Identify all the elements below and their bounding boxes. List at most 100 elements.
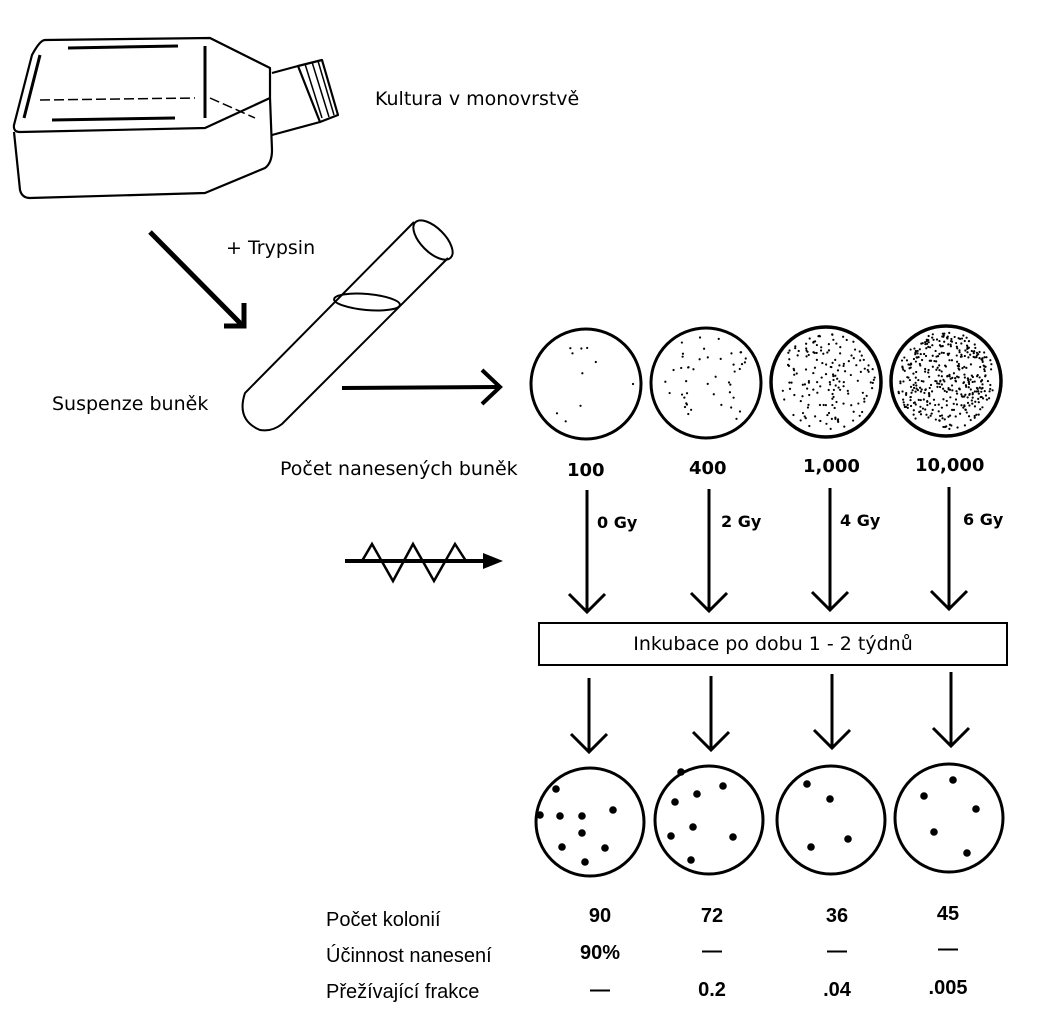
cell-dot — [959, 412, 962, 415]
cell-dot — [936, 366, 939, 369]
cell-dot — [732, 396, 735, 399]
cell-dot — [926, 400, 929, 403]
cell-dot — [852, 357, 855, 360]
cell-dot — [919, 390, 923, 393]
cell-dot — [835, 400, 838, 404]
cell-dot — [916, 388, 920, 392]
cell-dot — [664, 380, 667, 383]
cell-dot — [833, 406, 836, 410]
trypsin-label: + Trypsin — [226, 237, 316, 259]
cell-dot — [962, 406, 965, 409]
cell-dot — [941, 344, 944, 348]
cell-dot — [955, 345, 958, 348]
cell-dot — [963, 354, 966, 358]
seeded-count: 400 — [689, 458, 727, 479]
cell-dot — [916, 349, 919, 353]
cell-dot — [940, 375, 943, 378]
cell-dot — [925, 413, 928, 416]
cell-dot — [966, 346, 969, 349]
cell-dot — [743, 361, 746, 364]
cell-dot — [850, 404, 853, 407]
cell-dot — [803, 415, 806, 418]
cell-dot — [964, 408, 967, 411]
cell-dot — [920, 358, 924, 362]
cell-dot — [916, 352, 919, 355]
cell-dot — [796, 354, 799, 357]
cell-dot — [948, 414, 952, 417]
down-arrow — [812, 674, 852, 751]
cell-dot — [740, 363, 744, 366]
cell-dot — [978, 376, 981, 379]
cell-dot — [935, 360, 938, 363]
cell-dot — [827, 349, 831, 352]
cell-dot — [698, 336, 702, 339]
colony-dot — [558, 843, 566, 851]
cell-dot — [955, 375, 959, 378]
cell-dot — [963, 376, 966, 379]
cell-dot — [958, 387, 961, 390]
cell-dot — [940, 351, 943, 354]
cell-dot — [947, 415, 950, 418]
cell-dot — [732, 363, 735, 366]
cell-dot — [849, 373, 852, 377]
cell-dot — [826, 413, 829, 417]
cell-dot — [712, 393, 715, 396]
cell-dot — [963, 405, 966, 408]
colony-dish — [653, 764, 765, 876]
cell-dot — [981, 383, 984, 386]
cell-dot — [971, 391, 974, 395]
cell-dot — [681, 355, 684, 358]
cell-dot — [853, 348, 857, 351]
cell-dot — [919, 352, 922, 356]
cell-dot — [946, 335, 949, 338]
cell-dot — [978, 350, 981, 354]
cell-dot — [852, 419, 855, 422]
cell-dot — [971, 375, 974, 379]
cell-dot — [815, 351, 818, 355]
cell-dot — [702, 347, 706, 350]
cell-dot — [861, 410, 864, 414]
cell-dot — [938, 385, 942, 389]
cell-dot — [951, 408, 954, 411]
cell-dot — [927, 368, 930, 372]
cell-dot — [958, 349, 961, 352]
cell-dot — [867, 364, 870, 367]
cell-dot — [958, 351, 961, 354]
cell-dot — [969, 378, 972, 381]
culture-label: Kultura v monovrstvě — [375, 88, 580, 110]
colony-dish — [893, 762, 1005, 874]
cell-dot — [926, 403, 929, 407]
cell-dot — [962, 334, 965, 337]
cell-dot — [905, 405, 908, 408]
cell-dot — [977, 401, 980, 404]
cell-dot — [900, 359, 904, 362]
cell-dot — [821, 361, 824, 365]
cell-dot — [955, 354, 958, 357]
cell-dot — [938, 352, 941, 355]
cell-dot — [981, 406, 984, 409]
cell-dot — [831, 403, 834, 407]
cell-dot — [940, 406, 944, 409]
cell-dot — [968, 392, 971, 396]
cell-dot — [856, 379, 859, 382]
cell-dot — [719, 357, 722, 360]
cell-dot — [903, 369, 906, 373]
cell-dot — [975, 351, 978, 354]
cell-dot — [808, 337, 811, 340]
cell-dot — [972, 355, 975, 358]
cell-dot — [914, 349, 917, 353]
cell-dot — [965, 385, 968, 388]
cell-dot — [938, 364, 941, 367]
dish-outline — [534, 766, 646, 878]
cell-dot — [947, 388, 950, 391]
cell-dot — [954, 377, 957, 380]
cell-dot — [813, 351, 816, 354]
colony-dot — [826, 795, 834, 803]
cell-dot — [901, 366, 904, 369]
cell-dot — [580, 347, 583, 350]
cell-dot — [915, 387, 918, 390]
dish-outline — [769, 325, 883, 439]
cell-dot — [799, 399, 802, 403]
cell-dot — [954, 415, 957, 418]
cell-dot — [980, 379, 983, 383]
